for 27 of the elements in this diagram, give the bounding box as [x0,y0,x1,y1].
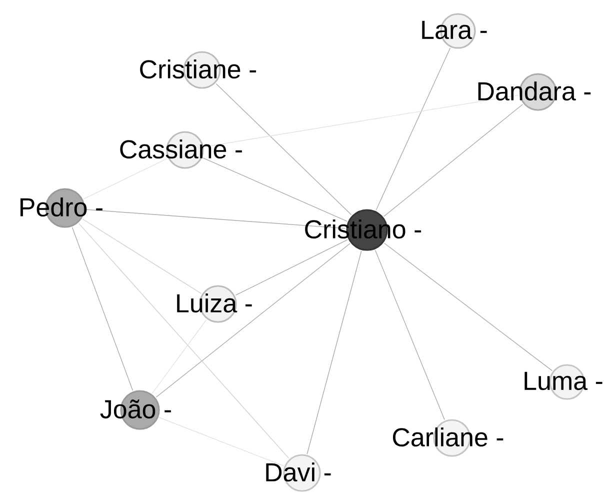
edge-line [83,158,168,200]
edge-line [156,243,350,398]
graph-node: Davi - [266,454,331,492]
edge-line [216,83,352,216]
graph-node: Cristiane - [140,51,256,89]
edge-line [158,417,284,466]
edge-line [85,209,346,229]
edge-line [306,250,362,454]
edge-line [374,250,445,420]
edge-line [235,239,348,296]
graph-node: Luiza - [177,285,252,323]
edge-line [78,223,290,459]
edge-line [202,158,348,222]
graph-node: Dandara - [478,73,591,111]
graph-node: Lara - [422,13,487,49]
graph-node: Pedro - [20,188,102,228]
edge-line [384,242,552,372]
edge-line [82,218,202,294]
edge-line [384,104,524,217]
edge-line [204,94,519,148]
graph-node: Luma - [524,364,602,400]
graph-node: Carliane - [392,419,504,457]
graph-node: João - [100,390,171,430]
edge-line [72,227,134,391]
graph-node: Cassiane - [120,131,242,169]
edge-line [376,48,451,211]
edge-line [152,320,207,394]
